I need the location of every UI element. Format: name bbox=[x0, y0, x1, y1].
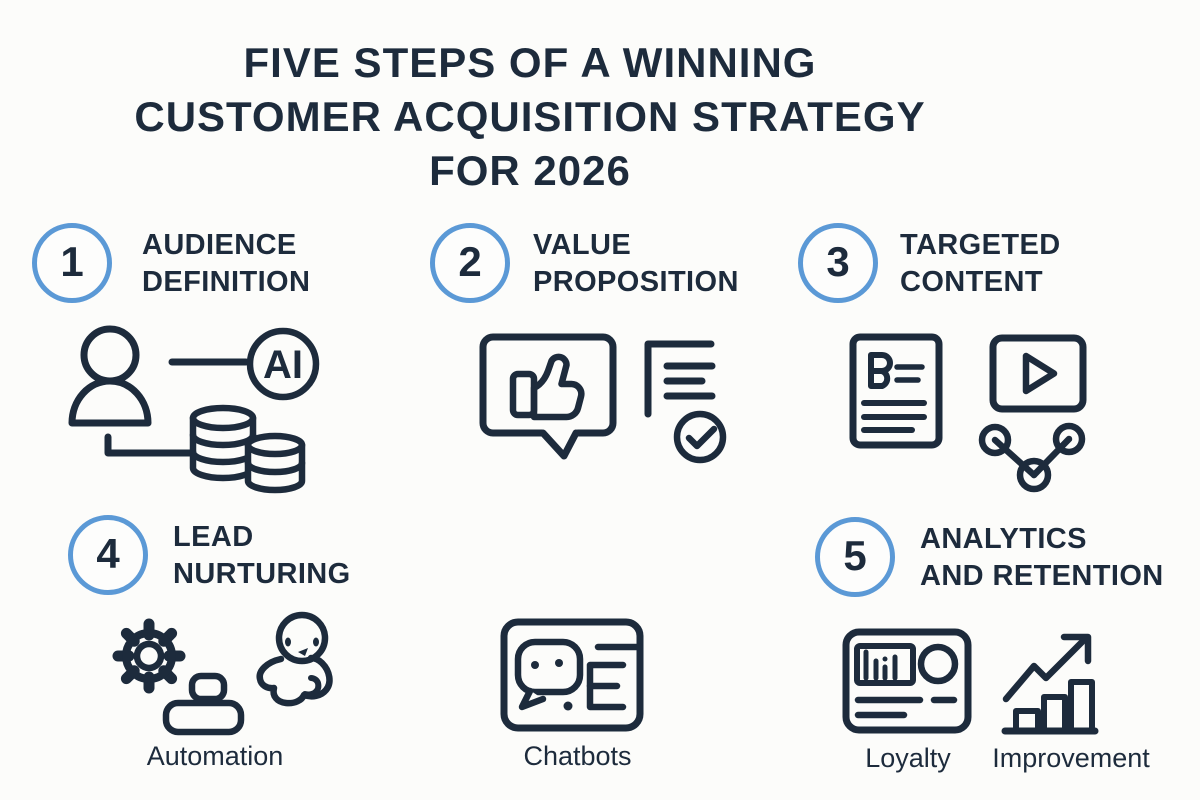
video-player-icon bbox=[989, 334, 1087, 413]
step-1-label-line2: DEFINITION bbox=[142, 266, 311, 298]
step-5-label: ANALYTICS AND RETENTION bbox=[920, 521, 1164, 595]
dot bbox=[563, 701, 573, 711]
step-3-number-circle: 3 bbox=[798, 223, 878, 303]
step-5-number-circle: 5 bbox=[815, 517, 895, 597]
chatbot-card-icon bbox=[500, 618, 644, 732]
step-4-number: 4 bbox=[96, 530, 120, 577]
coin-database-stack-icon bbox=[189, 404, 306, 494]
step-2-number: 2 bbox=[458, 238, 482, 285]
ai-badge-text: AI bbox=[263, 343, 303, 387]
gear-icon bbox=[112, 618, 186, 694]
step-1-number: 1 bbox=[60, 238, 84, 285]
growth-bar-chart-icon bbox=[1001, 633, 1099, 735]
step-2-number-circle: 2 bbox=[430, 223, 510, 303]
step-3-number: 3 bbox=[826, 238, 850, 285]
dashboard-circle bbox=[917, 643, 959, 685]
step-2-label-line1: VALUE bbox=[533, 229, 632, 261]
share-network-icon bbox=[978, 422, 1086, 493]
connector-elbow-line bbox=[104, 433, 194, 457]
step-4-label-line1: LEAD bbox=[173, 521, 254, 553]
audience-definition-icons: AI bbox=[68, 325, 320, 494]
step-1-number-circle: 1 bbox=[32, 223, 112, 303]
step-4-label: LEAD NURTURING bbox=[173, 519, 351, 593]
caption-automation: Automation bbox=[146, 741, 284, 771]
caption-chatbots: Chatbots bbox=[523, 741, 632, 771]
step-2-label: VALUE PROPOSITION bbox=[533, 227, 739, 301]
ai-badge-icon: AI bbox=[246, 327, 320, 401]
lead-nurturing-icons bbox=[112, 611, 333, 736]
chatbot-character-icon bbox=[256, 611, 333, 707]
step-4-number-circle: 4 bbox=[68, 515, 148, 595]
bar-1 bbox=[1013, 708, 1041, 734]
text-lines bbox=[586, 643, 644, 711]
step-2-label-line2: PROPOSITION bbox=[533, 266, 739, 298]
caption-improvement: Improvement bbox=[992, 743, 1150, 773]
page-title: FIVE STEPS OF A WINNING CUSTOMER ACQUISI… bbox=[0, 36, 1060, 198]
checklist-checkmark-icon bbox=[644, 340, 727, 464]
trend-arrow-line bbox=[1002, 634, 1090, 703]
step-4-label-line2: NURTURING bbox=[173, 558, 351, 590]
bar-3 bbox=[1068, 679, 1095, 734]
chart-dot bbox=[882, 656, 888, 662]
chat-bubble-icon bbox=[514, 638, 584, 711]
step-5-number: 5 bbox=[843, 532, 867, 579]
title-line-1: FIVE STEPS OF A WINNING bbox=[243, 39, 817, 86]
step-5-label-line1: ANALYTICS bbox=[920, 523, 1087, 555]
targeted-content-icons bbox=[849, 333, 1087, 493]
bar-2 bbox=[1041, 694, 1068, 734]
step-3-label-line2: CONTENT bbox=[900, 266, 1043, 298]
value-proposition-icons bbox=[479, 333, 727, 464]
mini-bar-chart bbox=[863, 649, 898, 681]
step-3-label-line1: TARGETED bbox=[900, 229, 1061, 261]
trend-arrow-head bbox=[1060, 633, 1092, 665]
caption-loyalty: Loyalty bbox=[865, 743, 951, 773]
analytics-dashboard-icon bbox=[842, 628, 972, 734]
step-1-label-line1: AUDIENCE bbox=[142, 229, 297, 261]
title-line-2: CUSTOMER ACQUISITION STRATEGY bbox=[134, 93, 926, 140]
step-1-label: AUDIENCE DEFINITION bbox=[142, 227, 310, 301]
stamp-button-icon bbox=[162, 672, 245, 736]
blog-article-icon bbox=[849, 333, 943, 449]
thumbs-up-message-icon bbox=[479, 333, 617, 460]
step-5-label-line2: AND RETENTION bbox=[920, 560, 1164, 592]
title-line-3: FOR 2026 bbox=[429, 147, 631, 194]
user-icon bbox=[68, 325, 152, 427]
step-3-label: TARGETED CONTENT bbox=[900, 227, 1061, 301]
